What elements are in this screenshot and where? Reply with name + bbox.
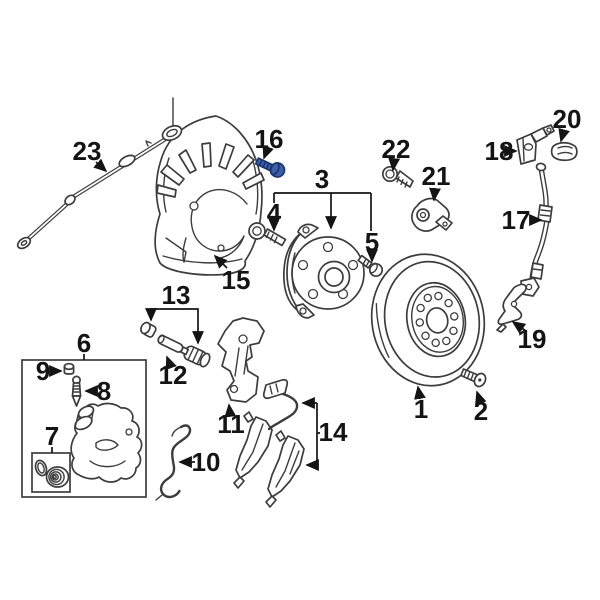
callout-11[interactable]: 11: [217, 409, 245, 439]
callout-4[interactable]: 4: [267, 198, 282, 228]
part-hub-bolt-front[interactable]: [248, 222, 287, 247]
part-brake-pads-with-sensor[interactable]: [233, 378, 305, 508]
callout-19[interactable]: 19: [518, 324, 547, 354]
part-guide-pin[interactable]: [157, 334, 190, 356]
part-bleeder-cap[interactable]: [63, 362, 75, 375]
clip20-body: [550, 141, 578, 162]
pad-sensor-wire: [267, 392, 299, 431]
callout-16[interactable]: 16: [255, 124, 284, 154]
hose-end-fitting: [530, 262, 544, 280]
part-caliper-bracket[interactable]: [217, 317, 265, 403]
callout-10[interactable]: 10: [192, 447, 221, 477]
part-wheel-hub[interactable]: [283, 223, 365, 319]
part-pad-retainer-spring[interactable]: [155, 424, 192, 501]
leader-lines: [49, 127, 570, 471]
callout-21[interactable]: 21: [422, 161, 451, 191]
part-hose-bracket-upper[interactable]: [516, 124, 555, 165]
shield-details: [156, 142, 265, 264]
callout-14[interactable]: 14: [319, 417, 348, 447]
callout-18[interactable]: 18: [485, 136, 514, 166]
callout-2[interactable]: 2: [474, 396, 488, 426]
caliper-details: [74, 405, 133, 468]
bolt16-threads: [259, 159, 270, 169]
callout-15[interactable]: 15: [222, 265, 251, 295]
callout-20[interactable]: 20: [553, 104, 582, 134]
callout-8[interactable]: 8: [97, 376, 111, 406]
bolt4-shaft: [263, 228, 287, 247]
part-hose-clip[interactable]: [550, 141, 578, 162]
part-abs-sensor[interactable]: [411, 197, 453, 232]
callout-5[interactable]: 5: [365, 227, 379, 257]
bolt22-shaft: [395, 170, 414, 188]
pin12-body: [157, 334, 184, 353]
hub-bore: [324, 267, 344, 287]
seal-oring: [34, 459, 48, 477]
part-wear-sensor-wire[interactable]: [16, 97, 184, 251]
carrier-outline: [217, 317, 265, 403]
callout-1[interactable]: 1: [414, 394, 428, 424]
part-rotor-set-screw[interactable]: [460, 368, 488, 388]
part-caliper-body[interactable]: [70, 402, 143, 483]
callout-12[interactable]: 12: [159, 360, 188, 390]
hub-knuckle-flange: [283, 223, 319, 319]
wire-fittings: [16, 97, 183, 250]
callout-7[interactable]: 7: [45, 421, 59, 451]
guide-pin-cap: [140, 321, 157, 338]
hub-lug-holes: [297, 241, 359, 300]
part-bleeder-screw[interactable]: [71, 375, 82, 407]
callout-3[interactable]: 3: [315, 164, 329, 194]
seal-kit-box: [31, 452, 71, 493]
part-brake-rotor[interactable]: [361, 245, 494, 394]
callout-17[interactable]: 17: [502, 205, 531, 235]
part-abs-sensor-bolt[interactable]: [381, 165, 414, 188]
guide-bushing: [183, 345, 211, 368]
callout-23[interactable]: 23: [73, 136, 102, 166]
pad-sensor-connector: [262, 378, 289, 400]
bolt16-head-face: [269, 162, 280, 176]
callout-6[interactable]: 6: [77, 328, 91, 358]
part-shield-bolt-highlighted[interactable]: [254, 157, 286, 178]
callout-9[interactable]: 9: [36, 356, 50, 386]
part-piston-seal-kit[interactable]: [31, 452, 71, 493]
part-hose-bracket-lower[interactable]: [496, 283, 527, 333]
part-hub-bolt-rear[interactable]: [357, 254, 384, 278]
part-splash-shield[interactable]: [154, 115, 265, 276]
rotor-center-bore: [425, 307, 449, 334]
callout-13[interactable]: 13: [162, 280, 191, 310]
seal-boot: [45, 466, 70, 488]
pad-outer: [265, 430, 305, 508]
callout-22[interactable]: 22: [382, 134, 411, 164]
spring-wire: [159, 424, 192, 499]
rotor-bolt-holes: [415, 291, 459, 348]
callout-labels: 1 2 3 4 5 6 7 8 9 10 11 12 13 14 15 16 1…: [36, 104, 582, 477]
